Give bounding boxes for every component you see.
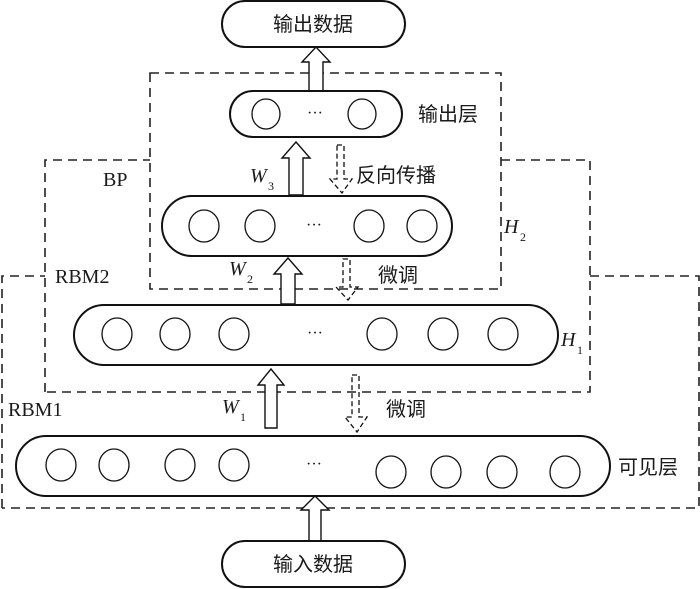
finetune-lower-label: 微调 xyxy=(386,397,426,421)
rbm1-group-box xyxy=(1,275,700,509)
w3-label: W xyxy=(250,165,269,187)
input-data-label: 输入数据 xyxy=(273,552,353,576)
h1-node xyxy=(159,317,191,351)
h2-node xyxy=(244,209,276,243)
h2-node xyxy=(188,209,220,243)
h1-label: H xyxy=(560,329,577,351)
output-data-box xyxy=(221,0,406,48)
w1-label: W xyxy=(222,396,241,418)
visible-layer-label: 可见层 xyxy=(618,455,678,479)
output-arrow-icon xyxy=(300,45,332,92)
input-arrow-icon xyxy=(299,495,331,542)
h1-node xyxy=(487,317,519,351)
w2-up-arrow-icon xyxy=(272,256,304,305)
h1-node xyxy=(218,317,250,351)
visible-node xyxy=(218,448,250,482)
w1-subscript: 1 xyxy=(240,410,246,424)
w3-up-arrow-icon xyxy=(280,140,312,196)
visible-node xyxy=(98,448,130,482)
h1-node xyxy=(101,317,133,351)
h1-node xyxy=(366,317,398,351)
finetune-upper-down-arrow-icon xyxy=(334,258,360,302)
h1-node xyxy=(427,317,459,351)
input-data-box xyxy=(221,540,406,588)
h2-ellipsis: ··· xyxy=(306,217,322,234)
backprop-label: 反向传播 xyxy=(356,163,436,187)
visible-node xyxy=(549,455,581,489)
visible-node xyxy=(486,455,518,489)
output-layer-label: 输出层 xyxy=(418,102,478,126)
rbm2-group-label: RBM2 xyxy=(55,266,109,288)
output-node xyxy=(347,98,377,130)
h2-label: H xyxy=(503,216,520,238)
h2-subscript: 2 xyxy=(520,230,526,244)
visible-node xyxy=(164,448,196,482)
w1-up-arrow-icon xyxy=(256,367,286,429)
bp-group-box xyxy=(149,72,502,290)
finetune-lower-down-arrow-icon xyxy=(343,374,369,434)
w2-label: W xyxy=(229,258,248,280)
h2-layer xyxy=(161,195,453,257)
finetune-upper-label: 微调 xyxy=(378,263,418,287)
backprop-down-arrow-icon xyxy=(328,144,354,195)
output-data-label: 输出数据 xyxy=(273,12,353,36)
rbm1-group-label: RBM1 xyxy=(8,399,62,421)
rbm2-group-box xyxy=(44,159,591,393)
h2-node xyxy=(406,209,438,243)
w2-subscript: 2 xyxy=(247,272,253,286)
visible-node xyxy=(375,455,407,489)
h2-node xyxy=(353,209,385,243)
w3-subscript: 3 xyxy=(268,179,274,193)
output-node xyxy=(251,98,281,130)
visible-layer xyxy=(15,435,611,497)
visible-node xyxy=(430,455,462,489)
visible-ellipsis: ··· xyxy=(306,456,322,473)
bp-group-label: BP xyxy=(103,169,127,191)
output-ellipsis: ··· xyxy=(307,105,323,122)
h1-subscript: 1 xyxy=(577,343,583,357)
h1-ellipsis: ··· xyxy=(307,325,323,342)
visible-node xyxy=(45,448,77,482)
